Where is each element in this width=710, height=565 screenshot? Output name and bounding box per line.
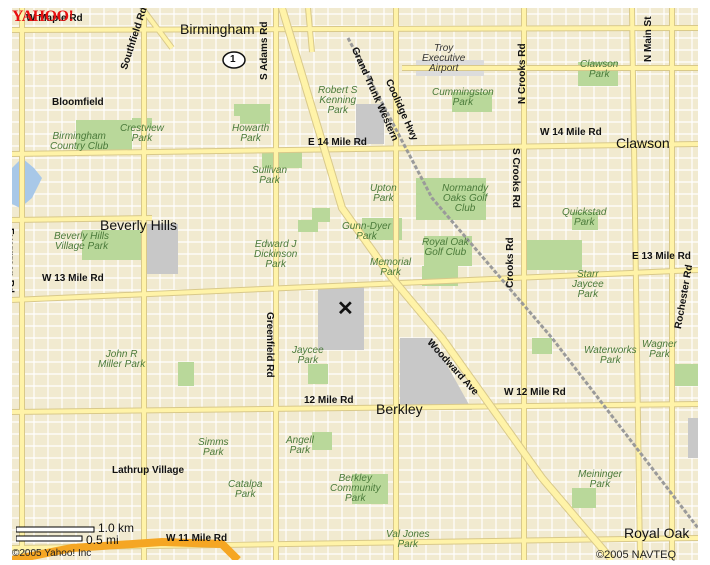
parks-label-angell-park: Angell Park [286, 435, 314, 456]
park-area [178, 362, 194, 386]
parks-label-sullivan-park: Sullivan Park [252, 165, 288, 186]
scale-bar-graphic [15, 526, 95, 542]
parks-label-clawson-park: Clawson Park [580, 59, 619, 80]
parks-label-berkley-community-park: Berkley Community Park [330, 473, 381, 504]
park-area [76, 120, 132, 154]
cities-label-birmingham: Birmingham [180, 21, 255, 37]
parks-label-starr-jaycee-park: Starr Jaycee Park [572, 269, 604, 300]
roads-label-e-14-mile-rd: E 14 Mile Rd [308, 137, 367, 148]
park-area [82, 230, 142, 260]
cities-label-berkley: Berkley [376, 401, 423, 417]
parks-label-quickstad-park: Quickstad Park [562, 207, 607, 228]
cities-label-bloomfield: Bloomfield [52, 97, 104, 108]
poi-area [688, 418, 698, 458]
parks-label-jaycee-park: Jaycee Park [292, 345, 324, 366]
parks-label-robert-s-kenning-park: Robert S Kenning Park [318, 85, 358, 116]
cities-label-clawson: Clawson [616, 135, 670, 151]
park-area [424, 236, 472, 266]
roads-label-route-1: 1 [230, 54, 236, 65]
roads-label-crooks-rd: Crooks Rd [505, 237, 516, 288]
park-area [670, 364, 698, 386]
cities-label-royal-oak: Royal Oak [624, 525, 690, 541]
park-area [298, 220, 318, 232]
arterial-road [140, 8, 174, 50]
arterial-road [630, 8, 642, 560]
roads-label-greenfield-rd: Greenfield Rd [264, 312, 275, 378]
park-area [234, 104, 252, 116]
park-area [362, 218, 402, 240]
parks-label-cummingston-park: Cummingston Park [432, 87, 494, 108]
park-area [416, 178, 486, 220]
poi-area [144, 224, 178, 274]
park-area [312, 208, 330, 222]
parks-label-val-jones-park: Val Jones Park [386, 529, 430, 550]
park-area [452, 92, 492, 112]
parks-label-edward-j-dickinson-park: Edward J Dickinson Park [254, 239, 298, 270]
parks-label-howarth-park: Howarth Park [232, 123, 270, 144]
park-area [572, 488, 596, 508]
scale-bar: 1.0 km 0.5 mi [15, 521, 136, 553]
roads-label-w-11-mile-rd: W 11 Mile Rd [166, 533, 228, 544]
roads-label-s-adams-rd: S Adams Rd [259, 21, 270, 80]
parks-label-troy-executive-airport: Troy Executive Airport [422, 43, 466, 74]
park-area [312, 432, 332, 450]
arterial-road [12, 268, 698, 302]
parks-label-meininger-park: Meininger Park [578, 469, 622, 490]
roads-label-w-12-mile-rd: W 12 Mile Rd [504, 387, 566, 398]
roads-label-n-main-st: N Main St [643, 16, 654, 62]
poi-area-marker [318, 286, 364, 350]
roads-label-w-maple-rd: W Maple Rd [26, 13, 83, 24]
parks-label-upton-park: Upton Park [370, 183, 397, 204]
parks-label-crestview-park: Crestview Park [120, 123, 164, 144]
parks-label-simms-park: Simms Park [198, 437, 229, 458]
roads-label-s-crooks-rd: S Crooks Rd [510, 148, 521, 209]
park-area [352, 474, 388, 504]
yahoo-logo[interactable]: YAHOO! [12, 8, 74, 25]
route-shield-icon [222, 51, 246, 69]
roads-label-evergreen-rd: Evergreen Rd [12, 228, 15, 294]
parks-label-birmingham-country-club: Birmingham Country Club [50, 131, 109, 152]
woodward-road [279, 8, 615, 560]
arterial-road [306, 8, 314, 53]
poi-area [400, 338, 472, 410]
highway [12, 537, 241, 560]
cities-label-lathrup-village: Lathrup Village [112, 465, 185, 476]
parks-label-royal-oak-golf-club: Royal Oak Golf Club [422, 237, 469, 258]
scale-mi-label: 0.5 mi [86, 533, 119, 547]
roads-label-e-13-mile-rd: E 13 Mile Rd [632, 251, 691, 262]
arterial-road [12, 216, 153, 222]
parks-label-catalpa-park: Catalpa Park [228, 479, 263, 500]
cities-label-beverly-hills: Beverly Hills [100, 217, 178, 233]
map-base-layer [12, 8, 698, 560]
parks-label-normandy-oaks-golf-club: Normandy Oaks Golf Club [442, 183, 489, 214]
parks-label-gunn-dyer-park: Gunn-Dyer Park [342, 221, 391, 242]
park-area [308, 364, 328, 384]
park-area [526, 240, 582, 270]
roads-label-w-14-mile-rd: W 14 Mile Rd [540, 127, 602, 138]
railway [346, 37, 698, 529]
roads-label-12-mile-rd: 12 Mile Rd [304, 395, 354, 406]
parks-label-beverly-hills-village-park: Beverly Hills Village Park [54, 231, 110, 252]
roads-label-w-13-mile-rd: W 13 Mile Rd [42, 273, 104, 284]
arterial-road [12, 26, 698, 32]
roads-label-n-crooks-rd: N Crooks Rd [517, 43, 528, 104]
parks-label-john-r-miller-park: John R Miller Park [98, 349, 146, 370]
scale-km-label: 1.0 km [98, 521, 135, 535]
arterial-road [12, 402, 698, 414]
parks-label-wagner-park: Wagner Park [642, 339, 677, 360]
parks-label-memorial-park: Memorial Park [370, 257, 412, 278]
copyright-yahoo: ©2005 Yahoo! Inc [12, 548, 92, 559]
arterial-road [12, 142, 698, 156]
park-area [572, 212, 598, 230]
poi-area [356, 104, 384, 144]
location-marker-icon[interactable]: ✕ [337, 298, 354, 320]
parks-label-waterworks-park: Waterworks Park [584, 345, 637, 366]
copyright-navteq: ©2005 NAVTEQ [596, 549, 677, 561]
park-area [532, 338, 552, 354]
